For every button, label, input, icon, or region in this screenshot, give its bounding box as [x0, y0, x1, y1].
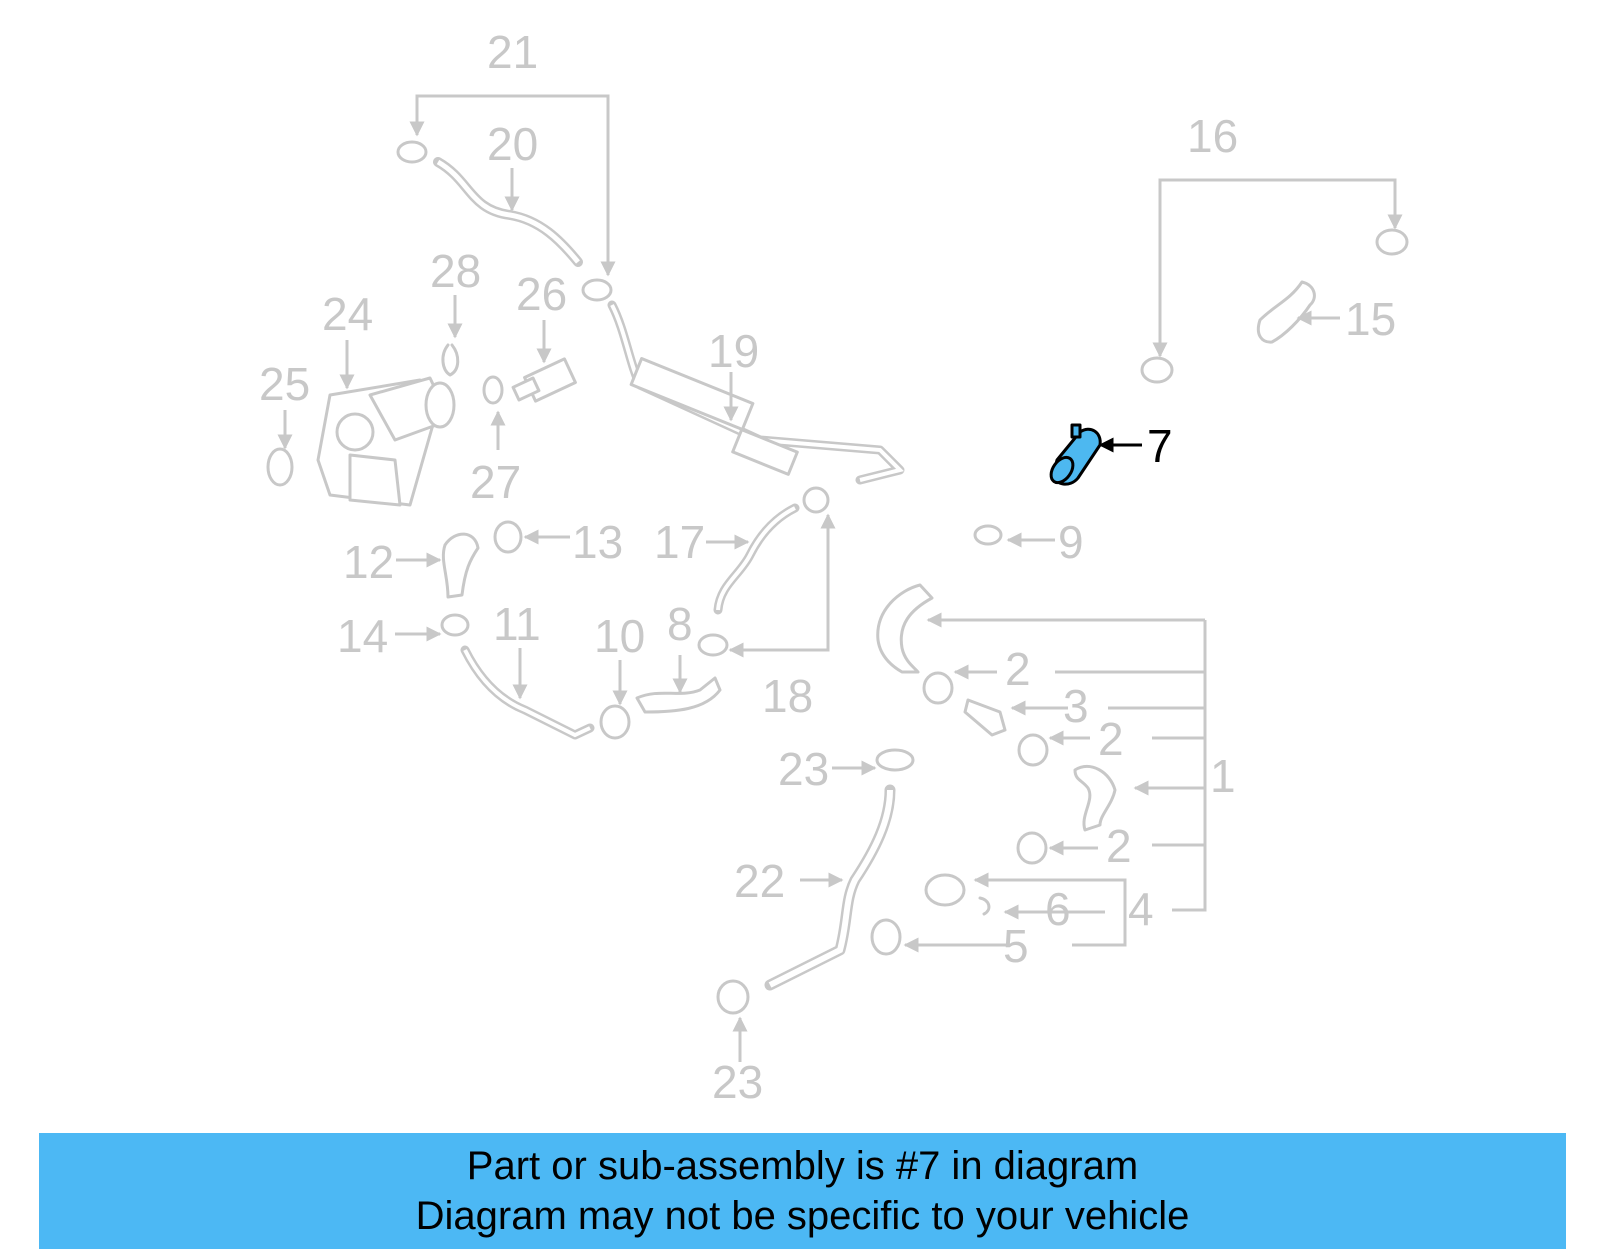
part-27-gasket — [482, 375, 504, 405]
callout-9: 9 — [1058, 516, 1084, 568]
part-15-hose — [1256, 280, 1316, 344]
part-8-hose — [635, 676, 722, 714]
callout-24: 24 — [322, 288, 373, 340]
part-12-hose — [441, 532, 480, 599]
part-16-clamp-bottom — [1140, 356, 1174, 384]
callout-11: 11 — [493, 598, 541, 650]
callout-22: 22 — [734, 855, 785, 907]
part-17-hose — [713, 503, 800, 615]
callout-14: 14 — [337, 610, 388, 662]
callout-26: 26 — [516, 268, 567, 320]
callout-23-top: 23 — [778, 743, 829, 795]
callout-25: 25 — [259, 358, 310, 410]
leader-lines — [277, 94, 1403, 1062]
part-23-clamp-bottom — [716, 979, 750, 1015]
banner-line-1: Part or sub-assembly is #7 in diagram — [466, 1144, 1139, 1188]
callout-19: 19 — [708, 325, 759, 377]
part-16-clamp-top — [1375, 228, 1409, 256]
part-21-clamp-top — [396, 140, 613, 302]
callout-2c: 2 — [1106, 820, 1132, 872]
part-22-pipe-inner — [768, 789, 893, 988]
callout-13: 13 — [572, 516, 623, 568]
part-23-cap-top — [875, 748, 915, 772]
part-28-clip — [441, 343, 460, 377]
part-3-fitting — [963, 698, 1007, 737]
part-11-hose — [460, 645, 595, 740]
part-11-hose-inner — [463, 649, 591, 738]
callout-labels: 21 20 28 26 24 19 25 27 16 15 7 12 13 17… — [259, 26, 1396, 1108]
callout-8: 8 — [667, 598, 693, 650]
callout-18: 18 — [762, 670, 813, 722]
callout-4: 4 — [1128, 883, 1154, 935]
part-24-thermostat-housing — [316, 376, 456, 507]
part-1-hose-lower — [1073, 764, 1117, 832]
info-banner: Part or sub-assembly is #7 in diagram Di… — [39, 1133, 1566, 1249]
part-5-o-ring — [870, 918, 902, 956]
banner-line-2: Diagram may not be specific to your vehi… — [415, 1194, 1190, 1238]
callout-28: 28 — [430, 245, 481, 297]
callout-6: 6 — [1045, 883, 1071, 935]
part-18-clamp-upper — [802, 486, 830, 514]
callout-16: 16 — [1187, 110, 1238, 162]
part-14-clamp — [440, 613, 470, 637]
part-2-clamp-c — [1016, 831, 1048, 865]
callout-17: 17 — [654, 516, 705, 568]
part-7-highlighted — [1049, 423, 1102, 486]
part-19-pipe-assembly — [607, 300, 905, 485]
callout-2b: 2 — [1098, 713, 1124, 765]
callout-23-bottom: 23 — [712, 1056, 763, 1108]
part-26-sensor — [511, 357, 577, 403]
callout-2a: 2 — [1005, 643, 1031, 695]
part-1-hose-set — [876, 583, 934, 674]
part-2-clamp-a — [922, 671, 954, 705]
callout-5: 5 — [1003, 920, 1029, 972]
part-13-clamp — [493, 520, 523, 554]
callout-20: 20 — [487, 118, 538, 170]
callout-12: 12 — [343, 536, 394, 588]
callout-15: 15 — [1345, 293, 1396, 345]
part-4-fitting — [924, 873, 966, 907]
part-20-hose-inner — [436, 159, 580, 264]
callout-21: 21 — [487, 26, 538, 78]
callout-27: 27 — [470, 456, 521, 508]
part-2-clamp-b — [1017, 733, 1049, 767]
part-10-clamp — [599, 704, 631, 740]
part-17-hose-inner — [716, 506, 796, 611]
callout-10: 10 — [594, 610, 645, 662]
part-18-clamp-lower — [697, 633, 729, 657]
callout-7-highlighted: 7 — [1147, 420, 1173, 472]
part-6-clip — [978, 896, 991, 916]
part-9-clamp — [973, 524, 1003, 546]
part-25-o-ring — [266, 447, 294, 487]
callout-1: 1 — [1210, 750, 1236, 802]
callout-3: 3 — [1063, 680, 1089, 732]
